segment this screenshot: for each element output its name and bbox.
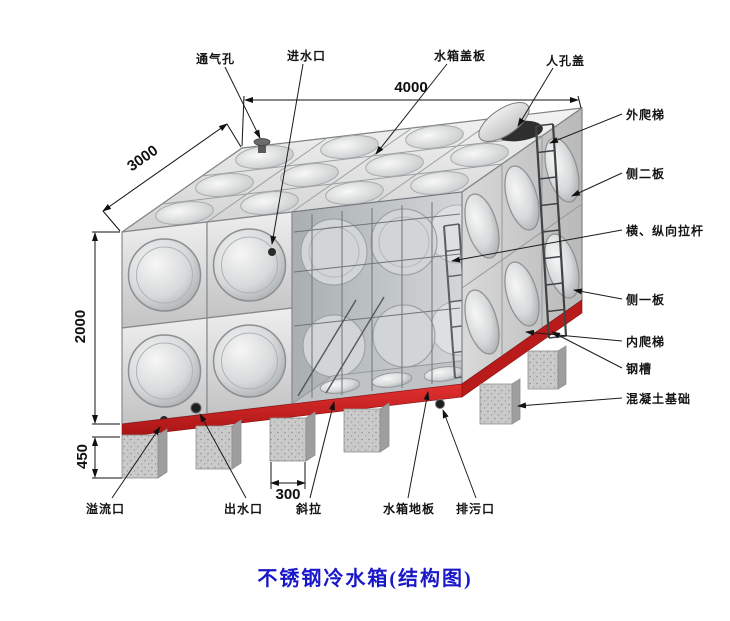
label-concrete-foundation: 混凝土基础 [626, 392, 692, 406]
inlet-fitting [268, 248, 276, 256]
label-internal-ladder: 内爬梯 [626, 335, 666, 349]
dimension-lines [92, 95, 582, 489]
manhole-cover [478, 102, 543, 142]
label-drain-port: 排污口 [456, 502, 496, 516]
tank-floor [292, 355, 462, 404]
outlet-port [190, 402, 202, 414]
label-diagonal-brace: 斜拉 [296, 502, 323, 516]
internal-ladder [443, 223, 462, 379]
label-vent-hole: 通气孔 [196, 52, 236, 66]
diagonal-braces [297, 296, 385, 397]
label-water-inlet: 进水口 [287, 49, 327, 63]
tie-rods [293, 202, 461, 398]
drain-port [435, 399, 445, 409]
tank-front-face [121, 211, 293, 425]
dim-foundation-450: 450 [74, 443, 92, 470]
label-tie-rods: 横、纵向拉杆 [626, 224, 705, 238]
dim-pier-300: 300 [275, 486, 301, 503]
interior-cutaway [291, 191, 463, 405]
top-panel-domes [155, 125, 509, 225]
dim-height-2000: 2000 [72, 309, 90, 344]
label-side-panel-2: 侧二板 [626, 167, 666, 181]
front-panel-domes [127, 228, 287, 408]
external-ladder [534, 123, 568, 339]
concrete-piers [121, 345, 567, 479]
vent-pipe [253, 138, 271, 153]
label-manhole-cover: 人孔盖 [546, 54, 586, 68]
label-steel-channel: 钢槽 [626, 362, 653, 376]
side-panel-domes [464, 137, 580, 355]
diagram-title: 不锈钢冷水箱(结构图) [257, 568, 473, 590]
label-tank-floor: 水箱地板 [383, 502, 436, 516]
steel-channel-base [121, 299, 583, 438]
label-water-outlet: 出水口 [224, 502, 264, 516]
label-side-panel-1: 侧一板 [626, 293, 666, 307]
label-tank-cover-plate: 水箱盖板 [434, 49, 487, 63]
label-overflow-port: 溢流口 [86, 502, 126, 516]
dim-length-4000: 4000 [394, 79, 428, 96]
label-external-ladder: 外爬梯 [626, 108, 666, 122]
leader-lines [111, 63, 623, 499]
